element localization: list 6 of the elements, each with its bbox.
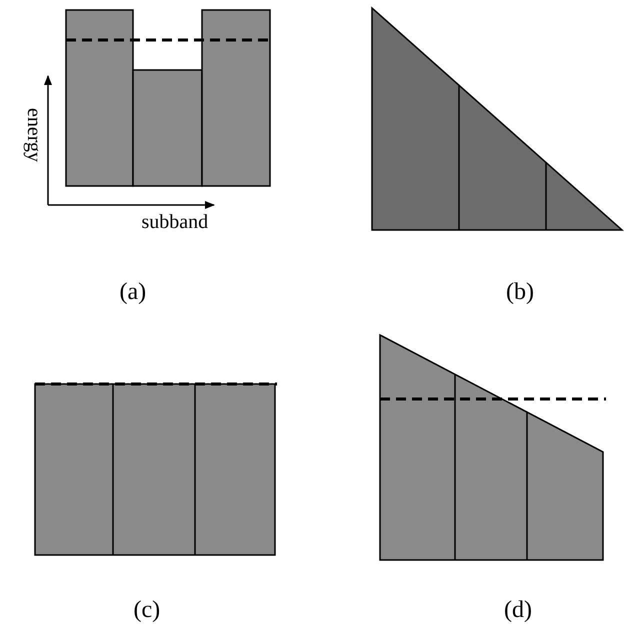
panel-label: (d)	[504, 598, 532, 622]
axis-label: subband	[142, 212, 208, 232]
panel-label: (b)	[506, 280, 534, 304]
axis-label: energy	[24, 108, 44, 162]
panel-label: (a)	[120, 280, 146, 304]
panel-label: (c)	[134, 598, 160, 622]
